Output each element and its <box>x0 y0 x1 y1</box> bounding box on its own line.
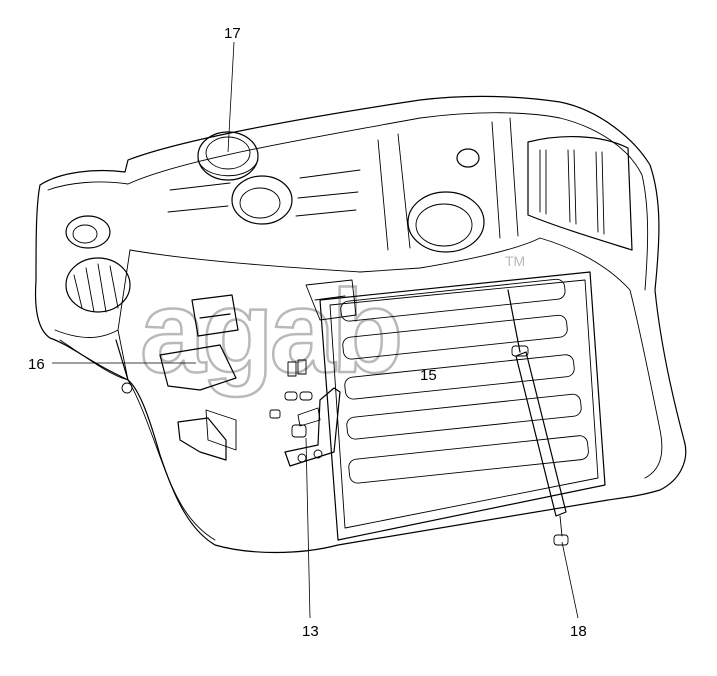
grille-slot <box>348 435 589 484</box>
left-upper-opening-inner <box>72 224 98 244</box>
left-lamp-grille <box>73 263 119 313</box>
leader-17 <box>227 41 235 153</box>
center-lamp-opening-inner <box>239 187 281 219</box>
leader-18 <box>561 541 579 619</box>
grille-hinge <box>305 279 357 321</box>
left-strut-end <box>121 382 133 394</box>
hood-skirt <box>59 339 216 541</box>
side-vent-slats <box>539 149 605 235</box>
gas-strut-end-link <box>559 515 563 537</box>
gas-strut-rod <box>507 289 521 353</box>
hood-body <box>34 95 687 554</box>
latch-bracket-top <box>191 294 239 337</box>
left-strut <box>115 339 129 381</box>
hinge-bracket-body <box>284 387 341 467</box>
filler-cap-inner <box>205 136 251 170</box>
right-lamp-opening <box>407 191 485 253</box>
bolt <box>287 361 297 377</box>
hinge-hole <box>313 449 323 459</box>
bolt <box>297 359 307 375</box>
grille-slots <box>340 278 589 484</box>
hood-lower-edge <box>129 237 663 479</box>
latch-bracket <box>115 294 239 461</box>
callout-13: 13 <box>302 623 319 640</box>
hinge-hole <box>297 453 307 463</box>
bracket-pin <box>297 407 321 427</box>
watermark-text: agab <box>140 266 399 398</box>
leader-13 <box>305 437 311 619</box>
callout-17: 17 <box>224 25 241 42</box>
nut <box>269 409 281 419</box>
latch-bracket-mid <box>159 344 237 391</box>
filler-cap <box>197 131 259 181</box>
hinge-bracket <box>269 359 341 467</box>
watermark-tm: TM <box>505 253 525 269</box>
grille-frame <box>319 271 606 541</box>
hood-inner-rim <box>47 112 649 291</box>
hood-side-panel <box>54 249 131 381</box>
callout-15: 15 <box>420 367 437 384</box>
washer <box>284 391 298 401</box>
left-upper-opening <box>65 215 111 249</box>
left-lamp-opening <box>65 257 131 313</box>
center-slots <box>167 169 361 217</box>
center-lamp-opening <box>231 175 293 225</box>
gas-strut <box>507 289 569 546</box>
right-upper-opening <box>456 148 480 168</box>
callout-16: 16 <box>28 356 45 373</box>
grille-panel <box>305 271 606 541</box>
grille-frame-inner <box>329 279 599 529</box>
right-ribs <box>377 117 519 251</box>
callout-18: 18 <box>570 623 587 640</box>
grille-slot <box>342 314 568 360</box>
grille-slot <box>340 278 566 322</box>
leader-lines <box>52 41 579 619</box>
callout-labels: 17 16 15 13 18 <box>28 25 587 640</box>
gas-strut-top-end <box>511 345 529 357</box>
right-lamp-opening-inner <box>415 203 473 247</box>
filler-cap-rim <box>197 159 259 177</box>
grille-slot <box>344 354 575 400</box>
washer <box>299 391 313 401</box>
gas-strut-end <box>553 534 569 546</box>
latch-bracket-slot <box>205 409 237 451</box>
nut <box>291 424 307 438</box>
latch-bracket-low <box>177 417 227 461</box>
watermark-logo: agab TM <box>139 253 525 399</box>
hood-outer-outline <box>34 95 687 554</box>
grille-slot <box>346 393 582 440</box>
gas-strut-cylinder <box>515 351 567 517</box>
side-vent <box>527 136 633 251</box>
